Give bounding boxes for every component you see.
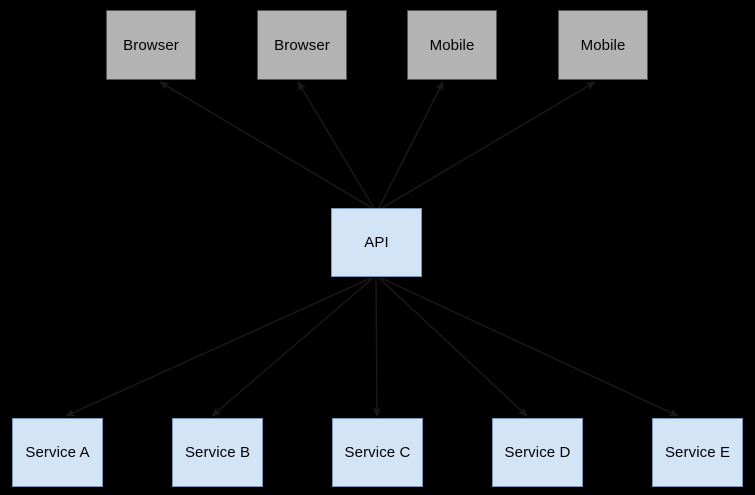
edge-api-to-mobile-2 [381,81,596,209]
edge-api-to-service-b [211,277,374,417]
client-node-mobile-1[interactable]: Mobile [407,10,497,80]
service-node-service-e[interactable]: Service E [652,418,743,487]
edge-api-to-service-e [380,277,679,417]
edge-api-to-browser-2 [297,81,375,209]
client-node-label: Browser [123,36,179,54]
service-node-service-b[interactable]: Service B [172,418,263,487]
client-node-mobile-2[interactable]: Mobile [558,10,648,80]
client-node-label: Mobile [429,36,475,54]
edge-api-to-service-c [372,277,381,417]
service-node-label: Service B [184,444,251,461]
client-node-label: Mobile [580,36,626,54]
service-node-service-c[interactable]: Service C [332,418,423,487]
edge-api-to-browser-1 [159,81,373,209]
edge-api-to-service-d [378,277,528,417]
service-node-service-d[interactable]: Service D [492,418,583,487]
client-node-browser-1[interactable]: Browser [106,10,196,80]
service-node-label: Service D [504,444,571,461]
client-node-label: Browser [274,36,330,54]
service-node-label: Service A [25,444,90,461]
api-node-label: API [364,234,389,251]
api-node-api[interactable]: API [331,208,422,277]
client-node-browser-2[interactable]: Browser [257,10,347,80]
edge-api-to-service-a [65,277,372,417]
edge-api-to-mobile-1 [378,81,444,209]
service-node-label: Service E [664,444,731,461]
service-node-label: Service C [344,444,411,461]
service-node-service-a[interactable]: Service A [12,418,103,487]
